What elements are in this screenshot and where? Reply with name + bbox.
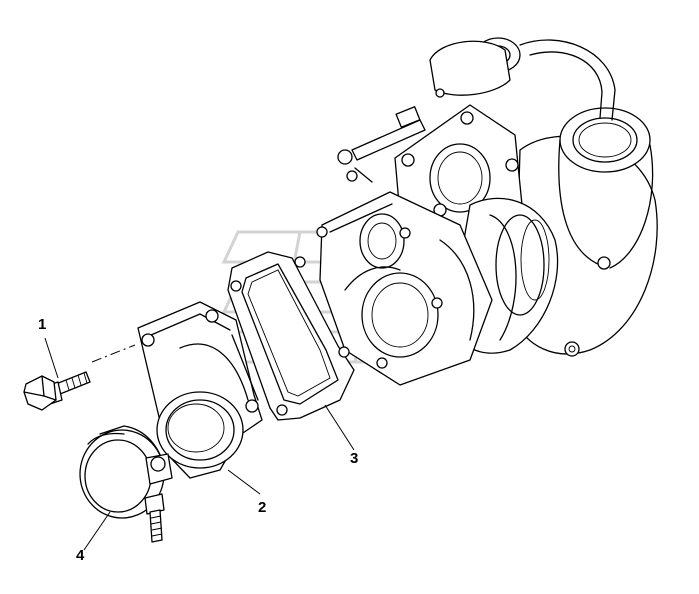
leader-line-1 bbox=[44, 337, 59, 379]
adapter-flange bbox=[137, 301, 263, 479]
callout-1: 1 bbox=[38, 316, 47, 333]
gasket bbox=[227, 251, 355, 421]
callout-4: 4 bbox=[76, 547, 85, 564]
leader-line-3 bbox=[324, 404, 355, 451]
bolt bbox=[23, 371, 91, 411]
turbocharger bbox=[316, 37, 658, 386]
assembly-axis-line bbox=[91, 344, 136, 363]
v-band-clamp bbox=[79, 425, 173, 543]
leader-line-2 bbox=[227, 469, 261, 495]
leader-line-4 bbox=[83, 511, 111, 551]
callout-3: 3 bbox=[350, 450, 359, 467]
callout-2: 2 bbox=[258, 499, 267, 516]
